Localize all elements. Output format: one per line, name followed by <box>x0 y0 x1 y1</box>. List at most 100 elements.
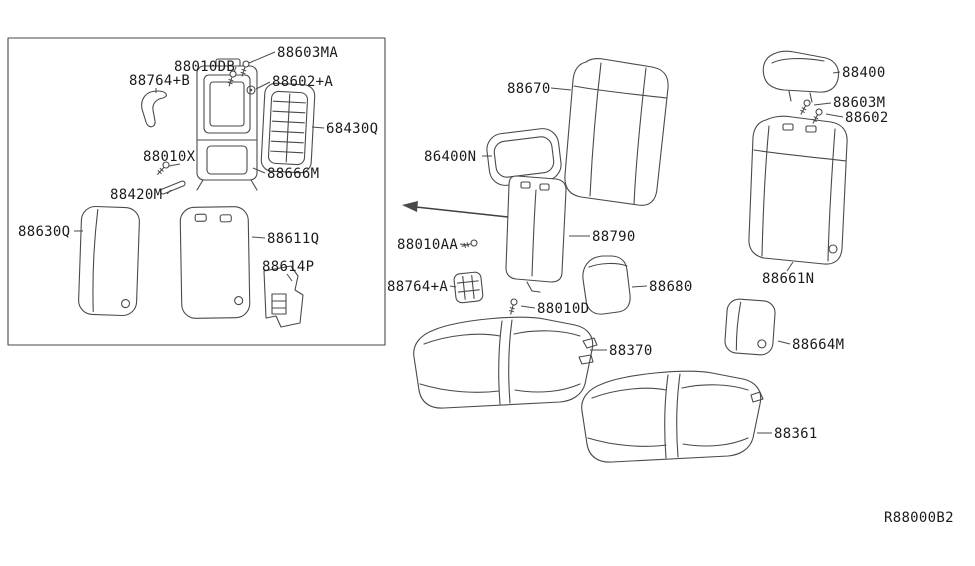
part-label: 88611Q <box>267 231 319 247</box>
part-label: 88010DB <box>174 59 235 75</box>
part-label: 88603MA <box>277 45 338 61</box>
leader-line <box>286 273 293 282</box>
part-label: 88664M <box>792 337 844 353</box>
center-seatback <box>505 175 567 293</box>
seam-line <box>526 281 541 293</box>
leader-line <box>233 66 237 73</box>
seam-line <box>270 150 304 154</box>
frame-inner-rim <box>203 74 251 134</box>
drawing-code: R88000B2 <box>884 510 954 526</box>
seam-line <box>676 373 681 458</box>
headrest <box>762 50 840 103</box>
seam-line <box>471 274 475 299</box>
seam-line <box>508 319 513 404</box>
armrest-cushion-body <box>78 205 140 317</box>
seam-line <box>664 374 669 459</box>
seam-line <box>493 136 555 178</box>
part-label: 88670 <box>507 81 551 97</box>
screw-icon <box>797 98 812 117</box>
seam-line <box>573 85 668 99</box>
frame-lower-pocket <box>206 145 248 175</box>
seam-line <box>270 140 304 144</box>
leader-line <box>631 285 648 288</box>
seatback-board-body <box>179 206 251 319</box>
latch-slot <box>805 125 817 133</box>
hook-strap-part <box>141 90 167 128</box>
seam-line <box>419 383 500 393</box>
grid-bracket-body <box>453 271 484 304</box>
seam-line <box>513 330 581 337</box>
seam-line <box>457 289 480 293</box>
part-label: 88661N <box>762 271 814 287</box>
seatback-board <box>179 206 251 319</box>
part-label: 88764+B <box>129 73 190 89</box>
part-label: 68430Q <box>326 121 378 137</box>
seatback-right <box>564 58 669 206</box>
bracket-part <box>263 265 304 328</box>
grid-bracket <box>453 271 484 304</box>
seam-line <box>681 384 749 391</box>
seam-line <box>272 100 306 104</box>
seatback-left-body <box>748 115 848 265</box>
part-label: 88400 <box>842 65 886 81</box>
part-label: 88420M <box>110 187 162 203</box>
seam-line <box>271 120 305 124</box>
part-label: 88666M <box>267 166 319 182</box>
side-bolster-body <box>582 255 631 315</box>
grommet-part <box>246 85 256 95</box>
leader-line <box>252 167 266 174</box>
part-label: 88010AA <box>397 237 458 253</box>
small-pad <box>724 298 776 356</box>
part-label: 88602+A <box>272 74 333 90</box>
seatback-left <box>748 115 848 265</box>
frame-body <box>196 65 258 181</box>
inset-box-group <box>7 37 386 346</box>
part-label: 88361 <box>774 426 818 442</box>
seam-line <box>514 383 581 393</box>
leader-line <box>166 189 172 195</box>
latch-slot <box>194 213 207 222</box>
bracket-outline <box>263 265 304 328</box>
seat-cushion-left <box>413 316 598 409</box>
leader-line <box>520 305 536 309</box>
latch-slot <box>539 183 550 191</box>
leader-line <box>459 243 470 246</box>
seat-cushion-right-body <box>581 370 762 463</box>
screw-icon <box>507 297 519 316</box>
latch-slot <box>782 123 794 131</box>
seam-line <box>423 333 501 345</box>
fastener-hole <box>120 299 131 309</box>
fastener-hole <box>234 296 244 306</box>
seam-line <box>498 320 503 405</box>
inset-box-border <box>7 37 386 346</box>
direction-arrow <box>402 201 509 218</box>
headrest-body <box>762 50 840 93</box>
side-bolster <box>582 255 631 315</box>
leader-line <box>449 285 457 288</box>
hook-tab <box>750 391 764 403</box>
seam-line <box>92 209 99 313</box>
part-label: 88614P <box>262 259 314 275</box>
arrow-head <box>402 201 418 212</box>
seam-line <box>587 437 667 447</box>
leader-line <box>251 236 266 239</box>
part-label: 88602 <box>845 110 889 126</box>
seam-line <box>272 110 306 114</box>
main-assembly-group <box>402 50 848 463</box>
center-seatback-body <box>505 175 567 283</box>
seam-line <box>761 125 770 257</box>
leader-line <box>813 102 832 106</box>
seam-line <box>589 62 602 197</box>
part-label: 86400N <box>424 149 476 165</box>
seam-line <box>271 130 305 134</box>
leader-line <box>786 261 794 272</box>
part-label: 88680 <box>649 279 693 295</box>
leader-line <box>832 71 841 74</box>
headrest-stem <box>809 92 813 103</box>
part-label: 88764+A <box>387 279 448 295</box>
seam-line <box>591 387 667 399</box>
part-label: 88790 <box>592 229 636 245</box>
seatback-right-body <box>564 58 669 206</box>
seam-line <box>682 437 749 447</box>
